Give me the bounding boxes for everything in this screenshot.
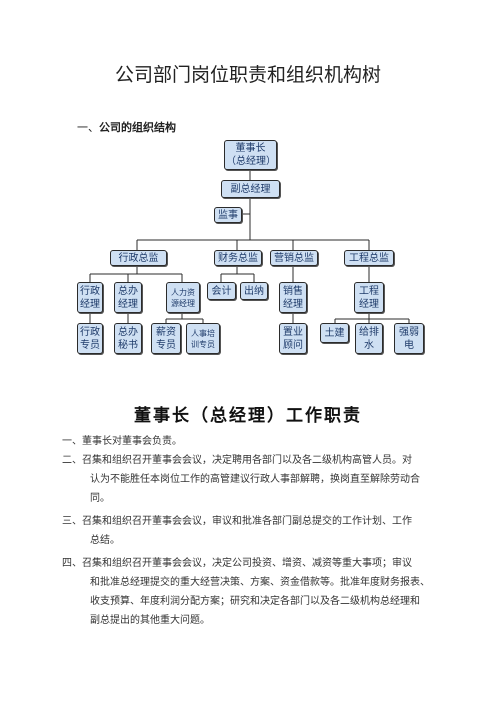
- duty-line: 董事长对董事会负责。: [82, 436, 182, 447]
- org-box-admin-manager: 行政 经理: [77, 282, 103, 313]
- org-box-hr-training-specialist: 人事培 训专员: [186, 323, 220, 354]
- section-number: 一、: [77, 121, 99, 134]
- duty-line: 副总提出的其他重大问题。: [90, 615, 210, 626]
- org-box-general-office-secretary: 总办 秘书: [114, 323, 142, 354]
- duty-number: 一、: [62, 436, 82, 447]
- org-box-property-consultant: 置业 顾问: [279, 323, 307, 354]
- org-box-salary-specialist: 薪资 专员: [151, 323, 181, 354]
- duty-line: 和批准总经理提交的重大经营决策、方案、资金借款等。批准年度财务报表、: [90, 577, 430, 588]
- duty-item-1: 一、董事长对董事会负责。: [62, 432, 182, 451]
- org-box-plumbing: 给排 水: [355, 323, 383, 354]
- duty-item-2: 二、召集和组织召开董事会会议，决定聘用各部门以及各二级机构高管人员。对 认为不能…: [62, 451, 420, 508]
- org-box-finance-director: 财务总监: [214, 250, 262, 266]
- duty-title: 董事长（总经理）工作职责: [134, 406, 362, 426]
- org-box-cashier: 出纳: [240, 282, 268, 300]
- duty-number: 四、: [62, 558, 82, 569]
- duty-line: 总结。: [90, 535, 120, 546]
- org-box-general-office-manager: 总办 经理: [114, 282, 142, 313]
- section-heading: 一、公司的组织结构: [77, 119, 176, 135]
- org-box-admin-staff: 行政 专员: [77, 323, 103, 354]
- org-box-electrical: 强弱 电: [394, 323, 424, 354]
- duty-line: 同。: [90, 493, 110, 504]
- org-box-accountant: 会计: [207, 282, 236, 300]
- duty-line: 收支预算、年度利润分配方案；研究和决定各部门以及各二级机构总经理和: [90, 596, 420, 607]
- duty-line: 认为不能胜任本岗位工作的高管建议行政人事部解聘，换岗直至解除劳动合: [90, 474, 420, 485]
- page-title: 公司部门岗位职责和组织机构树: [114, 64, 381, 86]
- org-box-sales-director: 营销总监: [270, 250, 318, 266]
- org-box-eng-director: 工程总监: [344, 250, 394, 266]
- duty-number: 二、: [62, 455, 82, 466]
- section-text: 公司的组织结构: [99, 121, 176, 134]
- duty-line: 召集和组织召开董事会会议，审议和批准各部门副总提交的工作计划、工作: [82, 516, 412, 527]
- duty-number: 三、: [62, 516, 82, 527]
- org-box-vice-gm: 副总经理: [221, 180, 280, 198]
- org-chart-lines: [89, 170, 410, 323]
- org-box-civil-works: 土建: [320, 323, 349, 343]
- org-box-sales-manager: 销售 经理: [279, 282, 307, 313]
- org-box-admin-director: 行政总监: [110, 250, 167, 266]
- duty-line: 召集和组织召开董事会会议，决定公司投资、增资、减资等重大事项；审议: [82, 558, 412, 569]
- org-box-eng-manager: 工程 经理: [354, 282, 384, 313]
- duty-line: 召集和组织召开董事会会议，决定聘用各部门以及各二级机构高管人员。对: [82, 455, 412, 466]
- org-box-chairman: 董事长 （总经理）: [224, 140, 277, 170]
- org-box-hr-manager: 人力资 源经理: [166, 282, 200, 313]
- org-box-supervisor: 监事: [214, 207, 242, 223]
- duty-item-3: 三、召集和组织召开董事会会议，审议和批准各部门副总提交的工作计划、工作 总结。: [62, 512, 412, 550]
- duty-item-4: 四、召集和组织召开董事会会议，决定公司投资、增资、减资等重大事项；审议 和批准总…: [62, 554, 430, 630]
